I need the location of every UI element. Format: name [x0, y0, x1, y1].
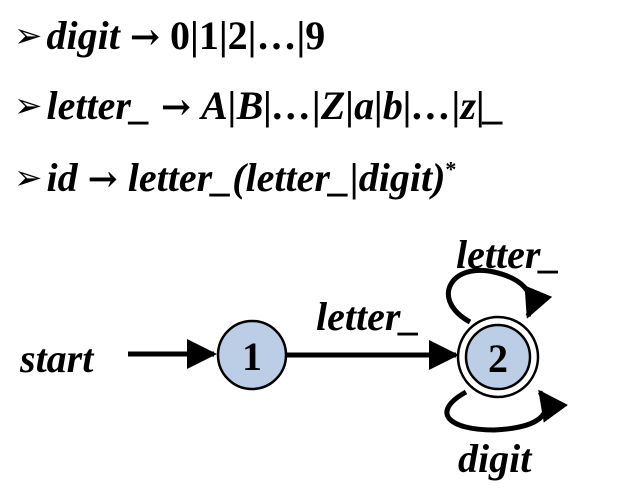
rule-letter-rhs: A|B|…|Z|a|b|…|z|_	[201, 83, 505, 128]
bullet-arrow-icon: ➢	[14, 86, 43, 126]
rule-letter-arrow: →	[160, 86, 192, 128]
state-2-label: 2	[488, 336, 508, 381]
state-1-label: 1	[242, 334, 262, 379]
rule-id-rhs: letter_(letter_|digit)	[127, 155, 446, 200]
rule-digit-lhs: digit	[46, 13, 120, 58]
bullet-arrow-icon: ➢	[14, 16, 43, 56]
rule-id: ➢id→letter_(letter_|digit)*	[14, 158, 456, 198]
self-loop-bottom-arrow	[444, 389, 569, 433]
rule-letter: ➢letter_→A|B|…|Z|a|b|…|z|_	[14, 86, 505, 126]
self-loop-bottom-label: digit	[458, 436, 533, 481]
rule-letter-lhs: letter_	[46, 83, 151, 128]
self-loop-top-label: letter_	[456, 232, 560, 277]
state-2-inner-circle	[464, 323, 532, 391]
rule-id-kleene-star: *	[445, 156, 457, 182]
transition-1-2-label: letter_	[316, 294, 420, 339]
rule-digit-arrow: →	[129, 16, 161, 58]
start-label: start	[19, 336, 95, 381]
self-loop-top-arrow	[446, 267, 553, 325]
rule-digit: ➢digit→0|1|2|…|9	[14, 16, 325, 56]
rule-id-arrow: →	[87, 158, 118, 200]
bullet-arrow-icon: ➢	[14, 158, 43, 198]
rule-digit-rhs: 0|1|2|…|9	[170, 13, 326, 58]
rule-id-lhs: id	[46, 155, 78, 200]
